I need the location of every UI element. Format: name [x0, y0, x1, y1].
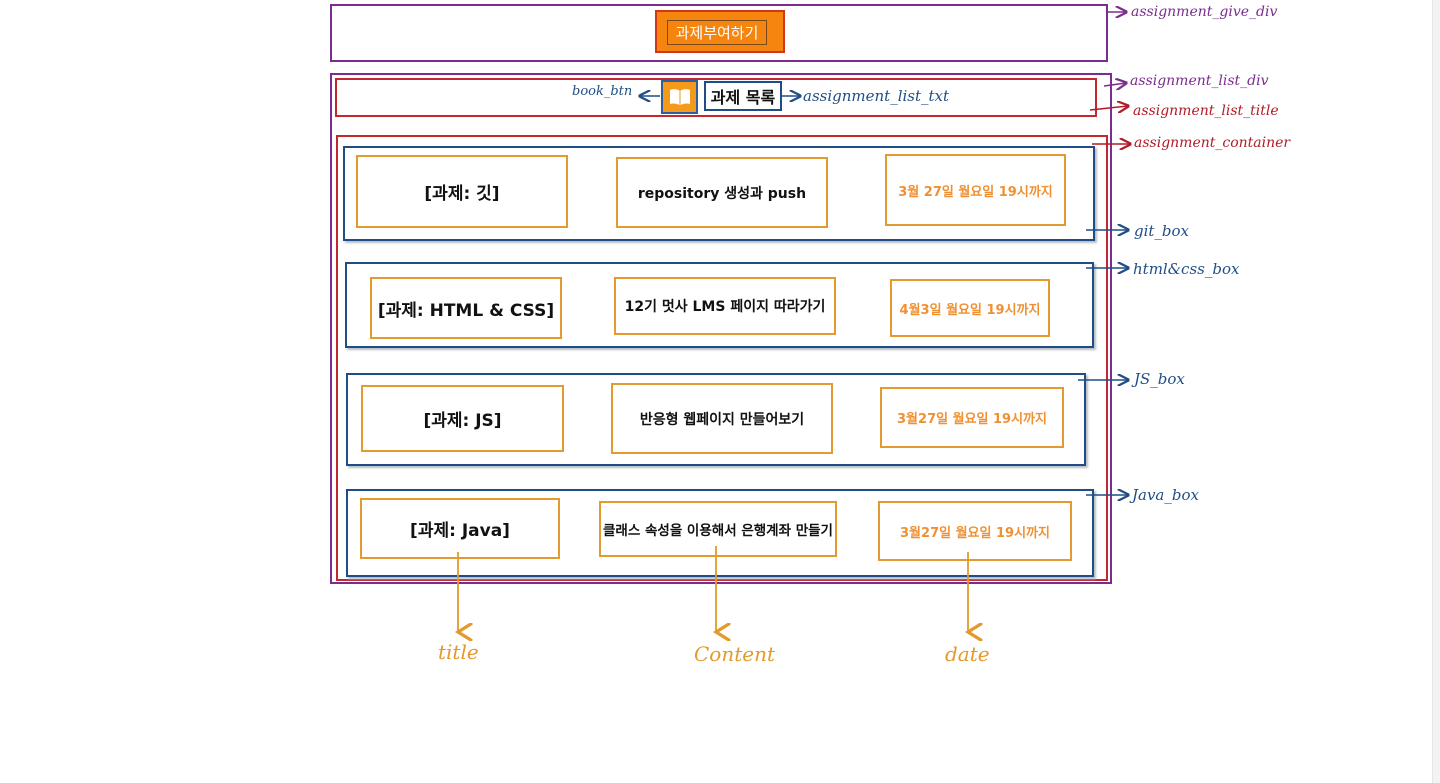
js-date: 3월27일 월요일 19시까지 [880, 387, 1064, 448]
book-button[interactable] [661, 80, 698, 114]
js-content: 반응형 웹페이지 만들어보기 [611, 383, 833, 454]
assignment-list-div [330, 73, 1112, 584]
page-scrollbar[interactable] [1432, 0, 1440, 783]
java-date: 3월27일 월요일 19시까지 [878, 501, 1072, 561]
java-content: 클래스 속성을 이용해서 은행계좌 만들기 [599, 501, 837, 557]
label-html-css-box: html&css_box [1133, 260, 1240, 278]
label-assignment-list-txt: assignment_list_txt [803, 87, 950, 105]
java-box [346, 489, 1094, 577]
assign-button[interactable] [655, 10, 785, 53]
git-title: [과제: 깃] [356, 155, 568, 228]
label-book-btn: book_btn [572, 84, 633, 99]
js-title: [과제: JS] [361, 385, 564, 452]
git-content: repository 생성과 push [616, 157, 828, 228]
js-box [346, 373, 1086, 466]
java-title: [과제: Java] [360, 498, 560, 559]
label-js-box: JS_box [1134, 370, 1185, 388]
git-box [343, 146, 1095, 241]
label-assignment-list-title: assignment_list_title [1133, 103, 1279, 119]
label-java-box: Java_box [1132, 486, 1199, 504]
assign-button-label[interactable]: 과제부여하기 [667, 20, 767, 45]
html-css-content: 12기 멋사 LMS 페이지 따라가기 [614, 277, 836, 335]
book-open-icon [669, 89, 690, 105]
label-content: Content [694, 642, 776, 666]
label-assignment-give-div: assignment_give_div [1131, 4, 1278, 20]
label-date: date [945, 642, 990, 666]
git-date: 3월 27일 월요일 19시까지 [885, 154, 1066, 226]
html-css-title: [과제: HTML & CSS] [370, 277, 562, 339]
html-css-box [345, 262, 1094, 348]
label-git-box: git_box [1134, 222, 1190, 240]
label-title: title [438, 640, 479, 664]
label-assignment-container: assignment_container [1134, 135, 1291, 151]
assignment-container [336, 135, 1108, 581]
html-css-date: 4월3일 월요일 19시까지 [890, 279, 1050, 337]
label-assignment-list-div: assignment_list_div [1130, 73, 1269, 89]
assignment-give-div [330, 4, 1108, 62]
assignment-list-title [335, 78, 1097, 117]
assignment-list-text: 과제 목록 [704, 81, 782, 111]
